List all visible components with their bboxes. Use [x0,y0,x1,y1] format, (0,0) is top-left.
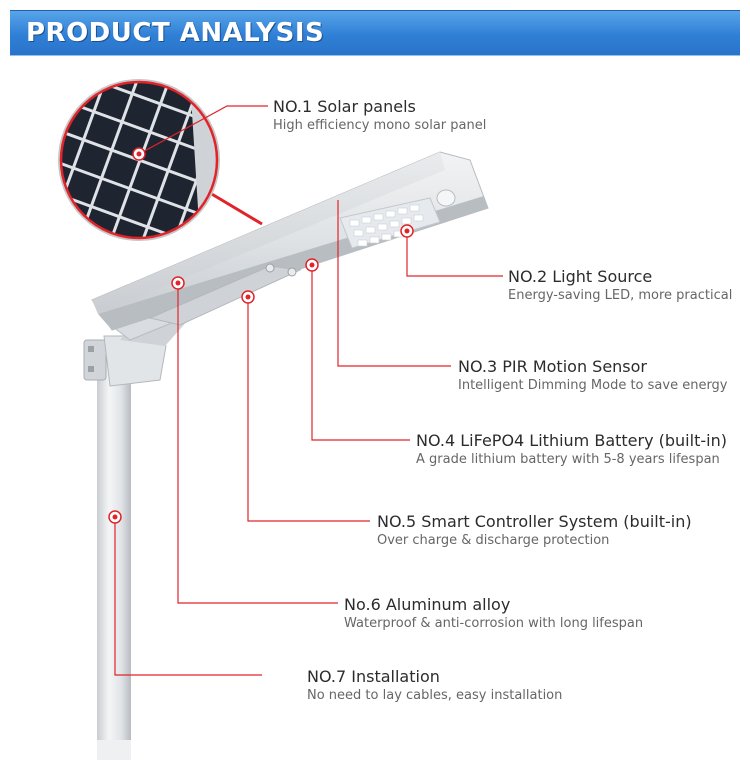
feature-title: NO.7 Installation [307,667,440,686]
feature-installation: NO.7 Installation No need to lay cables,… [307,667,562,705]
feature-light-source: NO.2 Light Source Energy-saving LED, mor… [508,267,732,305]
feature-aluminum-alloy: No.6 Aluminum alloy Waterproof & anti-co… [344,595,643,633]
feature-desc: Intelligent Dimming Mode to save energy [458,378,728,393]
feature-desc: Energy-saving LED, more practical [508,288,733,303]
feature-desc: A grade lithium battery with 5-8 years l… [416,452,720,467]
feature-desc: Waterproof & anti-corrosion with long li… [344,616,644,631]
lamp-housing [91,151,489,331]
pole [97,340,131,760]
feature-smart-controller: NO.5 Smart Controller System (built-in) … [377,512,692,550]
feature-title: No.6 Aluminum alloy [344,595,511,614]
feature-desc: No need to lay cables, easy installation [307,688,563,703]
leader-lines [114,105,503,676]
feature-pir-sensor: NO.3 PIR Motion Sensor Intelligent Dimmi… [458,357,728,395]
feature-title: NO.4 LiFePO4 Lithium Battery (built-in) [416,431,727,450]
feature-desc: High efficiency mono solar panel [273,118,487,133]
feature-solar-panels: NO.1 Solar panels High efficiency mono s… [273,97,486,135]
feature-desc: Over charge & discharge protection [377,533,610,548]
feature-title: NO.2 Light Source [508,267,653,286]
callout-dots [108,147,414,524]
feature-lithium-battery: NO.4 LiFePO4 Lithium Battery (built-in) … [416,431,727,469]
page-title: PRODUCT ANALYSIS [26,18,325,48]
feature-title: NO.1 Solar panels [273,97,416,116]
feature-title: NO.5 Smart Controller System (built-in) [377,512,692,531]
feature-title: NO.3 PIR Motion Sensor [458,357,648,376]
header-banner: PRODUCT ANALYSIS [10,10,740,56]
